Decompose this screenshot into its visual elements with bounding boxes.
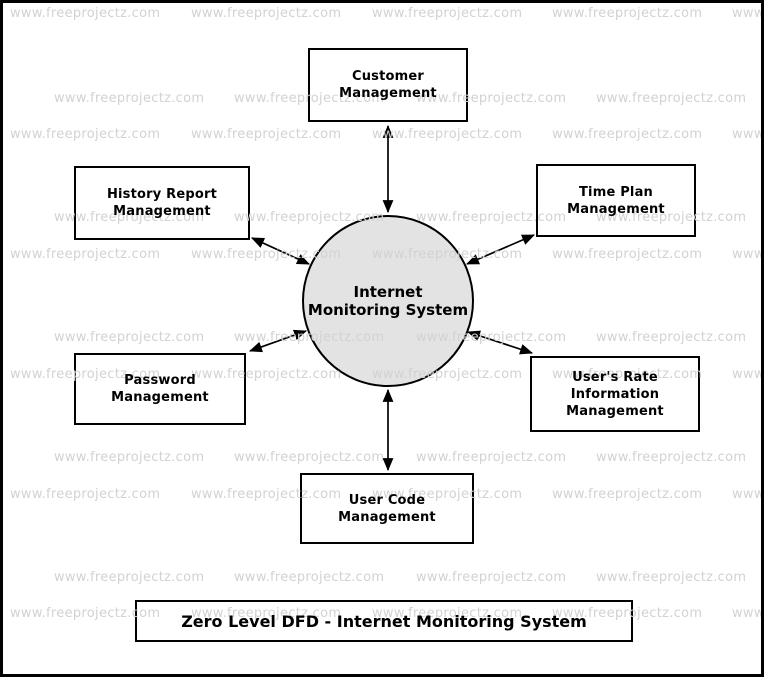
arrow-users-rate-process bbox=[466, 330, 534, 355]
diagram-caption: Zero Level DFD - Internet Monitoring Sys… bbox=[181, 611, 587, 631]
watermark-text: www.freeprojectz.com bbox=[416, 570, 567, 585]
arrow-time-plan-process bbox=[466, 234, 535, 265]
watermark-text: www.freeprojectz.com bbox=[416, 450, 567, 465]
watermark-text: www.freeprojectz.com bbox=[596, 330, 747, 345]
entity-label-line: Time Plan bbox=[578, 184, 654, 200]
watermark-text: www.freeprojectz.com bbox=[10, 487, 161, 502]
entity-label-line: Management bbox=[339, 86, 437, 101]
watermark-text: www.freeprojectz.com bbox=[191, 6, 342, 21]
watermark-text: www.freeprojectz.com bbox=[10, 127, 161, 142]
entity-label-line: Management bbox=[338, 509, 436, 525]
diagram-caption-box: Zero Level DFD - Internet Monitoring Sys… bbox=[135, 600, 633, 642]
watermark-text: www.freeprojectz.com bbox=[234, 570, 385, 585]
watermark-text: www.freeprojectz.com bbox=[552, 487, 703, 502]
entity-customer-management: Customer Management bbox=[308, 48, 468, 122]
entity-label-line: History Report bbox=[106, 187, 218, 202]
entity-label-line: Management bbox=[113, 204, 211, 219]
entity-history-report-management: History Report Management bbox=[74, 166, 250, 240]
watermark-text: www.freeprojectz.com bbox=[596, 570, 747, 585]
watermark-text: www.freeprojectz.com bbox=[10, 6, 161, 21]
process-label-line: Monitoring System bbox=[307, 301, 469, 319]
watermark-text: www.freeprojectz.com bbox=[10, 247, 161, 262]
watermark-text: www.freeprojectz.com bbox=[372, 127, 523, 142]
watermark-text: www.freeprojectz.com bbox=[732, 127, 764, 142]
watermark-text: www.freeprojectz.com bbox=[234, 450, 385, 465]
watermark-text: www.freeprojectz.com bbox=[552, 127, 703, 142]
watermark-text: www.freeprojectz.com bbox=[552, 6, 703, 21]
watermark-text: www.freeprojectz.com bbox=[732, 6, 764, 21]
watermark-text: www.freeprojectz.com bbox=[732, 606, 764, 621]
watermark-text: www.freeprojectz.com bbox=[596, 91, 747, 106]
watermark-text: www.freeprojectz.com bbox=[732, 367, 764, 382]
watermark-text: www.freeprojectz.com bbox=[596, 450, 747, 465]
process-internet-monitoring-system: Internet Monitoring System bbox=[302, 215, 474, 387]
entity-label-line: Management bbox=[111, 390, 209, 405]
entity-label-line: User's Rate bbox=[572, 369, 658, 385]
watermark-text: www.freeprojectz.com bbox=[191, 127, 342, 142]
watermark-text: www.freeprojectz.com bbox=[54, 570, 205, 585]
watermark-text: www.freeprojectz.com bbox=[54, 330, 205, 345]
entity-label-line: Information bbox=[570, 386, 660, 402]
entity-label-line: Customer bbox=[351, 69, 425, 84]
entity-password-management: Password Management bbox=[74, 353, 246, 425]
watermark-text: www.freeprojectz.com bbox=[552, 247, 703, 262]
entity-label-line: User Code bbox=[348, 492, 426, 508]
process-label-line: Internet bbox=[353, 283, 423, 301]
watermark-text: www.freeprojectz.com bbox=[732, 247, 764, 262]
entity-user-code-management: User Code Management bbox=[300, 473, 474, 544]
watermark-text: www.freeprojectz.com bbox=[732, 487, 764, 502]
watermark-text: www.freeprojectz.com bbox=[372, 6, 523, 21]
entity-label-line: Password bbox=[124, 373, 196, 388]
entity-label-line: Management bbox=[567, 201, 665, 217]
entity-label-line: Management bbox=[566, 403, 664, 419]
watermark-text: www.freeprojectz.com bbox=[54, 450, 205, 465]
entity-time-plan-management: Time Plan Management bbox=[536, 164, 696, 237]
arrow-password-process bbox=[248, 329, 308, 353]
watermark-text: www.freeprojectz.com bbox=[54, 91, 205, 106]
arrow-history-report-process bbox=[251, 237, 310, 265]
entity-users-rate-information-management: User's Rate Information Management bbox=[530, 356, 700, 432]
